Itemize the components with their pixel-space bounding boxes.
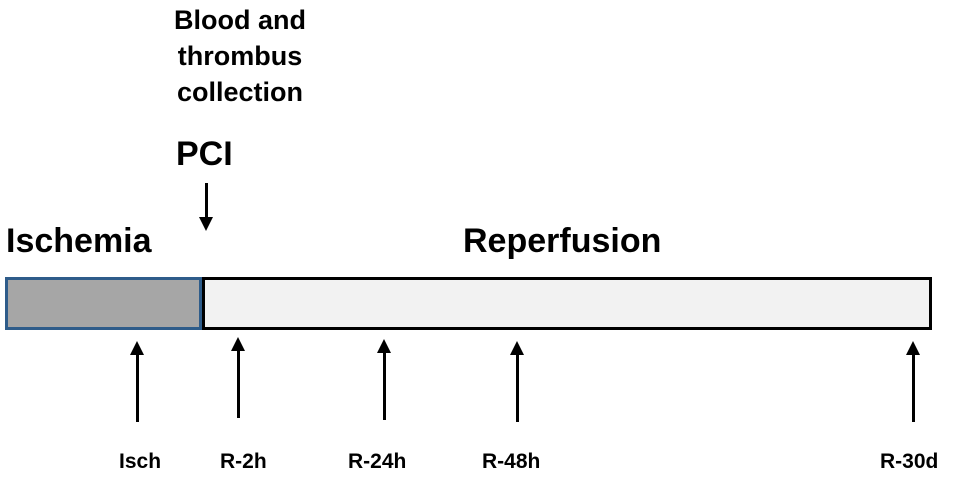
timepoint-label-r48h: R-48h [482,450,541,473]
ischemia-segment [5,277,202,330]
reperfusion-segment [202,277,932,330]
timeline-bar [5,277,932,330]
timepoint-label-r30d: R-30d [880,450,939,473]
timepoint-arrow-r24h [374,339,394,421]
collection-label: Blood and thrombus collection [174,5,306,107]
timepoint-label-r24h: R-24h [348,450,407,473]
timepoint-label-isch: Isch [119,450,162,473]
timepoint-arrow-r48h [507,341,527,423]
pci-arrow [196,183,216,233]
ischemia-label: Ischemia [6,222,152,260]
reperfusion-label: Reperfusion [463,222,662,260]
timepoint-arrow-isch [127,341,147,423]
pci-label: PCI [176,135,233,173]
timepoint-arrow-r2h [228,337,248,419]
timepoint-label-r2h: R-2h [220,450,267,473]
timepoint-arrow-r30d [903,341,923,423]
